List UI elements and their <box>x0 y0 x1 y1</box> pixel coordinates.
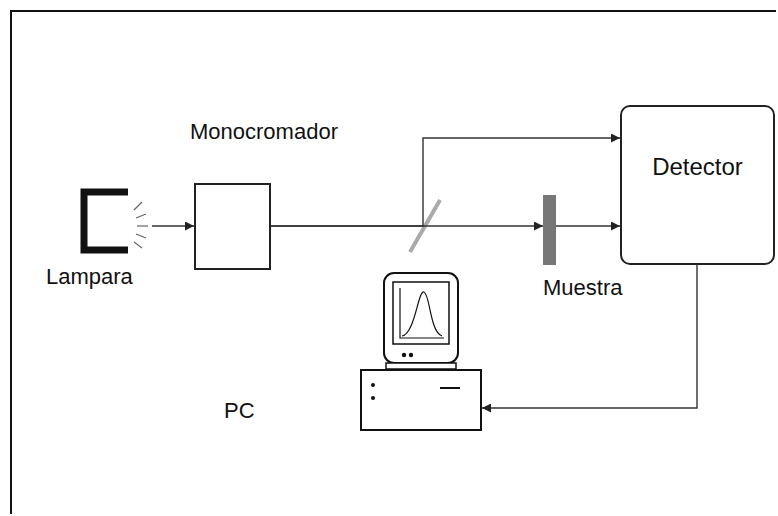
pc-icon <box>360 270 482 432</box>
detector-box: Detector <box>620 105 775 265</box>
node-label: Detector <box>622 153 773 181</box>
beam-arrow <box>152 225 194 226</box>
pc-computer: PC <box>360 270 482 432</box>
lamp-symbol: Lampara <box>80 188 152 254</box>
monochromator-box: Monocromador <box>194 183 271 270</box>
sample-slab: Muestra <box>543 195 556 265</box>
node-label: Monocromador <box>190 119 338 144</box>
beam-arrow <box>271 138 620 226</box>
node-label: Lampara <box>46 264 133 289</box>
lamp-icon <box>80 188 152 254</box>
beam-arrow <box>482 265 697 408</box>
node-label: PC <box>224 398 255 423</box>
beam-arrow <box>556 225 620 226</box>
node-label: Muestra <box>543 275 622 300</box>
